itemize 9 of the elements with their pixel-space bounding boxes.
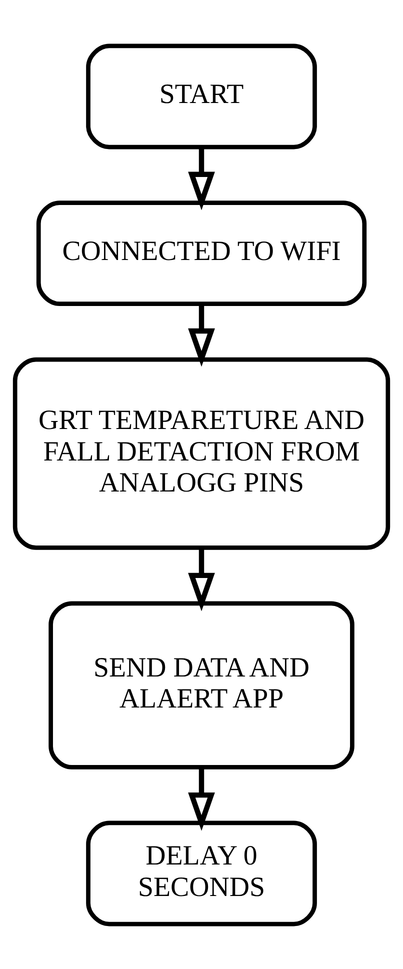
- node-box: SEND DATA AND ALAERT APP: [48, 600, 354, 769]
- node-box: START: [86, 43, 317, 149]
- arrow: [188, 767, 215, 830]
- arrow: [188, 548, 215, 611]
- node-box: CONNECTED TO WIFI: [36, 200, 367, 306]
- arrow: [188, 147, 215, 210]
- arrow: [188, 304, 215, 366]
- node-box: DELAY 0 SECONDS: [86, 820, 317, 926]
- node-box: GRT TEMPARETURE AND FALL DETACTION FROM ANALOGG PINS: [12, 356, 390, 550]
